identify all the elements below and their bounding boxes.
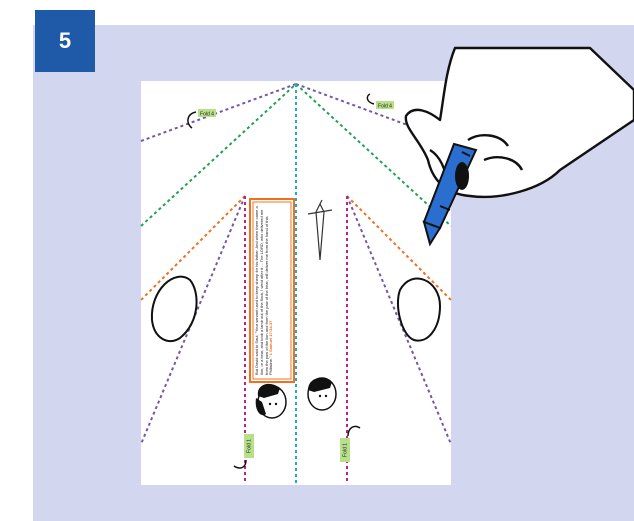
fold-label-text: Fold 4 [200,112,214,118]
stone-icon [396,277,442,342]
stone-icon [150,275,198,343]
david-face-icon [255,383,287,419]
fold-label: Fold 4 [366,93,394,110]
fold-arrow-icon [366,93,375,105]
hand-icon [404,46,634,198]
fold-label-text: Fold 4 [378,104,392,110]
verse-box: But David said to Saul, "Your servant us… [249,198,295,383]
fold-label-text: Fold 1 [247,439,253,453]
fold-label-text: Fold 1 [343,443,349,457]
verse-reference: 1 Samuel 17:34-37 [268,320,274,356]
fold-label: Fold 1 [233,434,254,469]
fold-arrow-icon [187,111,197,129]
goliath-face-icon [307,377,337,411]
fold-label: Fold 1 [340,425,361,462]
step-number-badge: 5 [35,10,95,72]
sword-icon [307,199,333,261]
crayon-icon [422,142,478,247]
fold-arrow-icon [233,459,247,469]
fold-label: Fold 4 [187,109,216,129]
fold-arrow-icon [347,425,361,437]
top-fold-lines [140,83,452,484]
